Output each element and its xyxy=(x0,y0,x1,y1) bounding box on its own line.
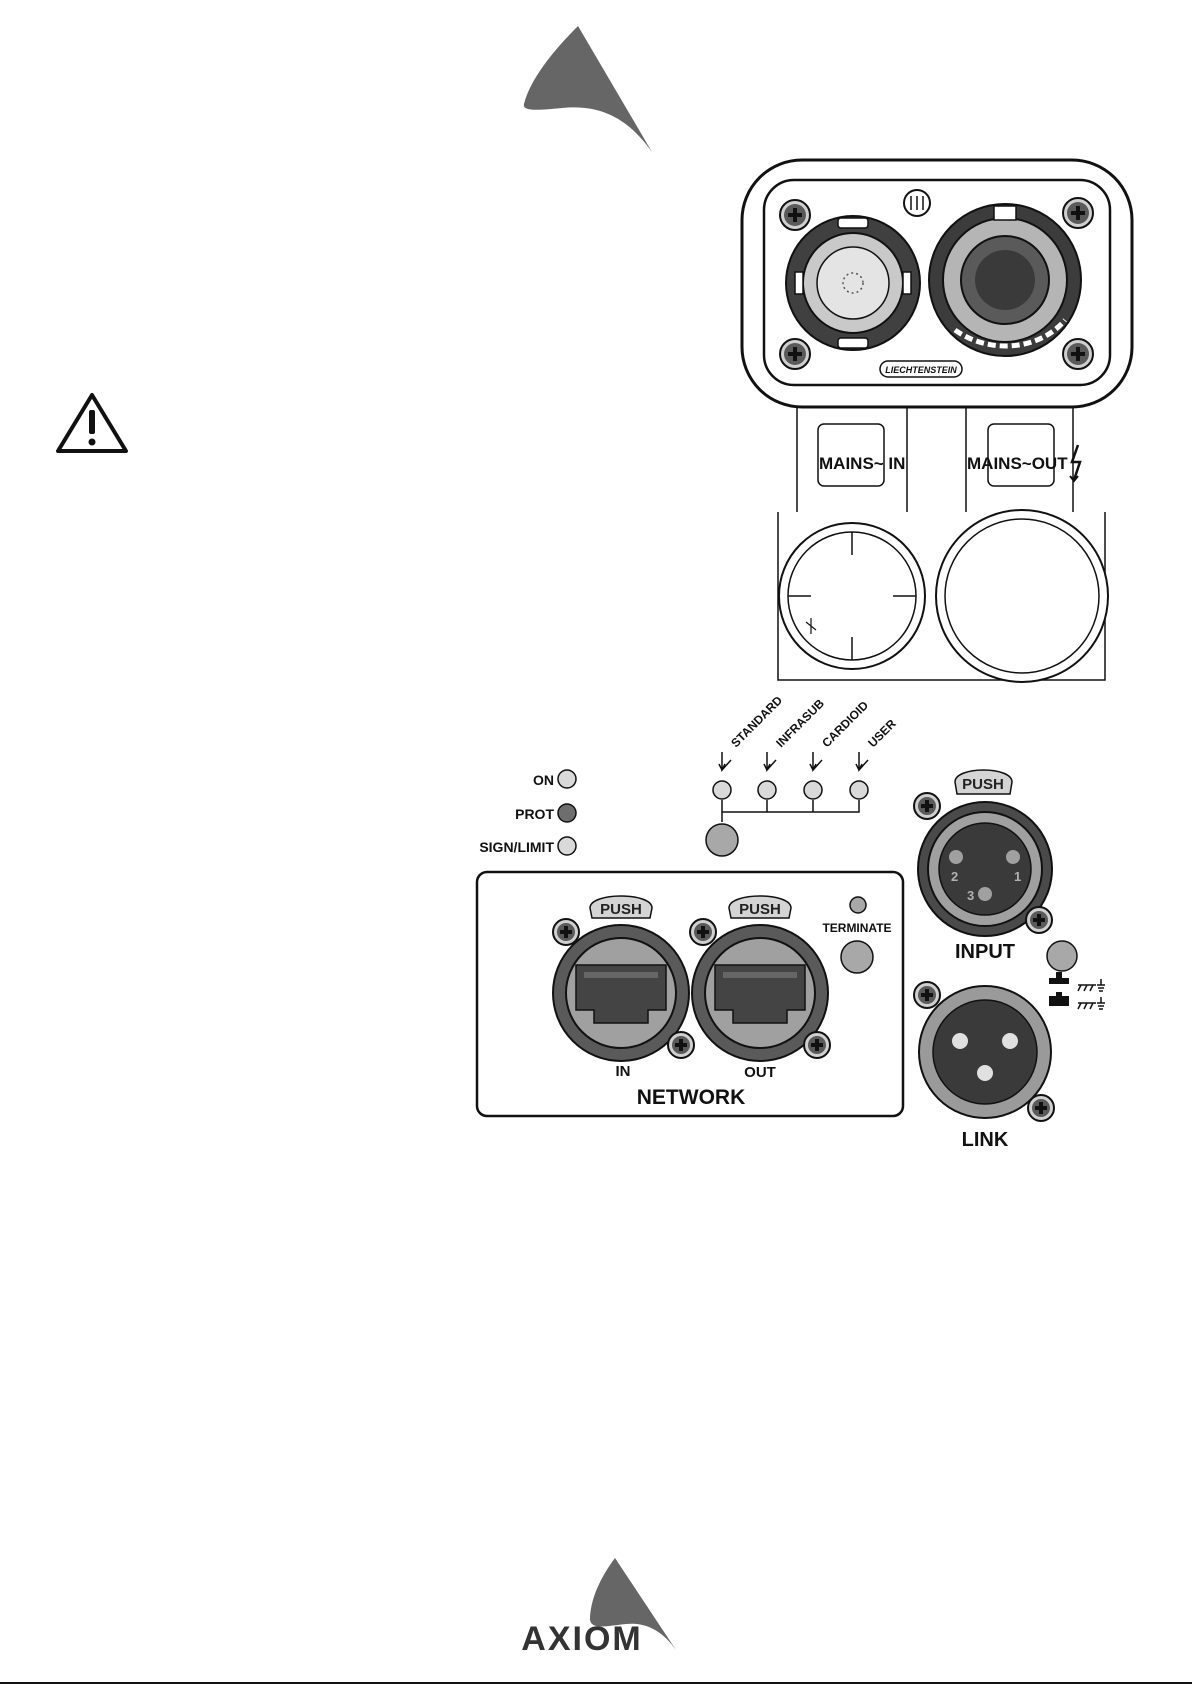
preset-led-infrasub xyxy=(758,781,776,799)
preset-user: USER xyxy=(850,716,899,799)
led-label-sign-limit: SIGN/LIMIT xyxy=(479,839,554,855)
mains-out-cap xyxy=(936,510,1108,682)
screw-icon xyxy=(553,919,579,945)
screw-icon xyxy=(1028,1095,1054,1121)
network-panel: PUSH PUSH IN OUT NETWORK TERMINATE xyxy=(477,872,903,1116)
pin-label-2: 2 xyxy=(951,869,958,884)
preset-led-cardioid xyxy=(804,781,822,799)
screw-icon xyxy=(914,793,940,819)
led-prot xyxy=(558,804,576,822)
terminate-button[interactable] xyxy=(841,941,873,973)
screw-icon xyxy=(1063,198,1093,228)
link-label: LINK xyxy=(962,1129,1009,1151)
mains-out-label: MAINS~OUT xyxy=(967,454,1068,473)
screw-icon xyxy=(914,982,940,1008)
network-title: NETWORK xyxy=(637,1086,746,1109)
preset-button[interactable] xyxy=(706,824,738,856)
screw-icon xyxy=(1063,339,1093,369)
terminate-led xyxy=(850,897,866,913)
ground-lift-icon xyxy=(1049,972,1105,1009)
preset-led-standard xyxy=(713,781,731,799)
terminate-label: TERMINATE xyxy=(822,921,891,935)
certification-mark-icon xyxy=(904,190,930,216)
push-tab-label-out: PUSH xyxy=(739,901,781,918)
brand-logo-top xyxy=(524,26,652,152)
screw-icon xyxy=(780,200,810,230)
mains-in-cap xyxy=(779,523,925,669)
pin-label-1: 1 xyxy=(1014,869,1021,884)
preset-standard: STANDARD xyxy=(713,693,785,799)
mains-in-connector xyxy=(786,216,920,350)
preset-label-user: USER xyxy=(865,716,899,750)
ground-lift-button[interactable] xyxy=(1047,941,1077,971)
led-sign-limit xyxy=(558,837,576,855)
preset-led-user xyxy=(850,781,868,799)
screw-icon xyxy=(780,339,810,369)
badge-text: LIECHTENSTEIN xyxy=(885,365,957,375)
mains-label-strips: MAINS~ IN MAINS~OUT xyxy=(778,407,1108,682)
push-tab-label: PUSH xyxy=(600,901,642,918)
warning-icon xyxy=(58,395,126,451)
pin-label-3: 3 xyxy=(967,888,974,903)
screw-icon xyxy=(690,919,716,945)
preset-label-cardioid: CARDIOID xyxy=(819,698,871,750)
page-footer-rule xyxy=(0,1682,1192,1684)
lightning-icon xyxy=(1070,445,1080,481)
network-out-label: OUT xyxy=(744,1064,776,1081)
screw-icon xyxy=(804,1032,830,1058)
status-leds: ON PROT SIGN/LIMIT xyxy=(479,770,576,855)
brand-wordmark: AXIOM xyxy=(521,1620,642,1658)
brand-logo-bottom: AXIOM xyxy=(521,1558,676,1658)
preset-selector: STANDARD INFRASUB CARDIOID USER xyxy=(706,693,899,856)
screw-icon xyxy=(668,1032,694,1058)
network-in-label: IN xyxy=(616,1063,631,1080)
input-xlr-connector[interactable]: PUSH 2 3 1 xyxy=(914,770,1052,936)
mains-in-label: MAINS~ IN xyxy=(819,454,905,473)
mains-panel: LIECHTENSTEIN xyxy=(742,160,1132,407)
screw-icon xyxy=(1026,907,1052,933)
input-push-label: PUSH xyxy=(962,776,1004,793)
manufacturer-badge: LIECHTENSTEIN xyxy=(880,361,962,377)
link-xlr-connector[interactable] xyxy=(914,982,1054,1121)
input-label: INPUT xyxy=(955,941,1015,963)
led-label-on: ON xyxy=(533,772,554,788)
led-label-prot: PROT xyxy=(515,806,554,822)
mains-out-connector xyxy=(929,204,1081,356)
led-on xyxy=(558,770,576,788)
